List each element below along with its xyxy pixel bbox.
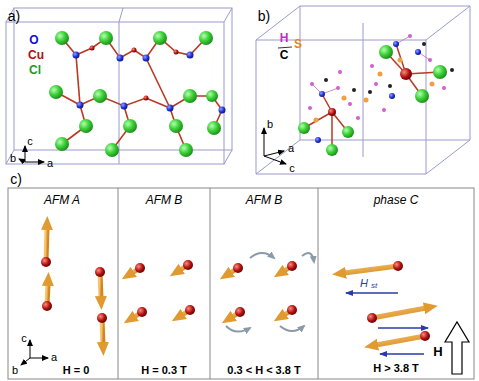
field-subscript: st <box>371 282 377 290</box>
axis-label: c <box>21 333 27 344</box>
element-key: H <box>280 32 289 44</box>
field-value: H = 0 <box>63 365 90 376</box>
panel-letter: a) <box>8 9 20 23</box>
element-key: C <box>280 49 289 61</box>
axis-label: b <box>10 153 16 164</box>
element-key: Cl <box>29 64 41 76</box>
phase-name: AFM A <box>44 194 80 206</box>
panel-letter: b) <box>258 9 270 23</box>
element-key: Cu <box>28 49 44 61</box>
axis-label: b <box>12 365 18 376</box>
field-symbol: H <box>360 278 368 289</box>
axis-label: a <box>288 143 294 154</box>
axis-label: a <box>51 352 57 363</box>
field-symbol: H <box>433 345 442 358</box>
panel-letter: c) <box>10 172 22 186</box>
axis-label: c <box>289 163 295 174</box>
phase-name: phase C <box>374 194 419 206</box>
axis-label: b <box>267 119 273 130</box>
element-key: O <box>29 34 38 46</box>
phase-name: AFM B <box>146 194 183 206</box>
axis-label: c <box>27 136 33 147</box>
phase-name: AFM B <box>246 194 283 206</box>
field-value: H = 0.3 T <box>141 365 187 376</box>
element-key: S <box>294 38 302 50</box>
field-value: H > 3.8 T <box>373 363 419 374</box>
field-value: 0.3 < H < 3.8 T <box>227 365 300 376</box>
axis-label: a <box>47 158 53 169</box>
